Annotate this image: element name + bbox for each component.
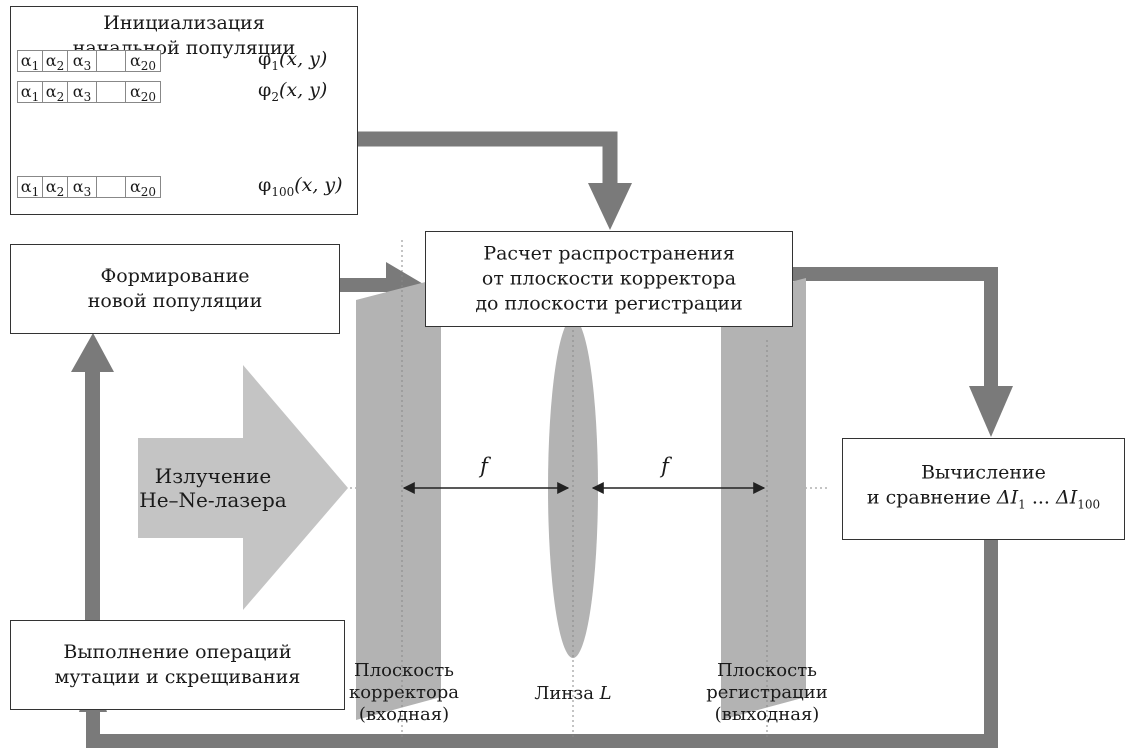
propagation-calc-box: Расчет распространения от плоскости корр… <box>425 231 793 327</box>
new-population-box: Формирование новой популяции <box>10 244 340 334</box>
registration-plane-label: Плоскость регистрации (выходная) <box>706 660 828 726</box>
registration-label-line1: Плоскость <box>717 660 817 681</box>
alpha-cell: α2 <box>42 176 68 199</box>
alpha-cell <box>96 81 126 103</box>
calc-box-line1: Расчет распространения <box>483 242 735 265</box>
lens-shape <box>548 318 598 658</box>
compute-box-line1: Вычисление <box>921 461 1046 484</box>
corrector-label-line2: корректора <box>348 682 460 703</box>
compute-compare-box: Вычисление и сравнение ΔI1 ... ΔI100 <box>842 438 1125 540</box>
corrector-label-line3: (входная) <box>358 704 450 725</box>
corrector-label-line1: Плоскость <box>354 660 454 681</box>
alpha-cell <box>96 50 126 72</box>
laser-beam-arrow <box>138 365 348 610</box>
flow-arrow-calc-to-compute <box>793 267 1013 437</box>
phi-label: φ2(x, y) <box>258 79 328 104</box>
compute-box-line2: и сравнение ΔI1 ... ΔI100 <box>866 486 1101 512</box>
ops-box-line2: мутации и скрещивания <box>54 666 301 688</box>
alpha-cell: α3 <box>67 176 97 199</box>
alpha-cell <box>96 176 126 198</box>
corrector-plane-label: Плоскость корректора (входная) <box>348 660 460 726</box>
laser-label-line2: He–Ne-лазера <box>139 488 287 512</box>
phi-label: φ100(x, y) <box>258 174 343 199</box>
form-box-line1: Формирование <box>100 265 250 287</box>
alpha-cell: α1 <box>17 50 43 73</box>
alpha-cell: α20 <box>125 176 161 199</box>
focal-label-right: f <box>661 454 669 478</box>
alpha-cell: α3 <box>67 50 97 73</box>
calc-box-line3: до плоскости регистрации <box>475 292 743 315</box>
init-box-title-line1: Инициализация <box>103 12 265 34</box>
alpha-cell: α2 <box>42 50 68 73</box>
phi-label: φ1(x, y) <box>258 48 328 73</box>
flow-arrow-ops-to-form <box>71 333 114 680</box>
focal-label-left: f <box>480 454 488 478</box>
operations-box: Выполнение операций мутации и скрещивани… <box>10 620 345 710</box>
registration-plane <box>721 278 806 720</box>
form-box-line2: новой популяции <box>87 290 263 312</box>
alpha-cell: α1 <box>17 176 43 199</box>
alpha-cell: α2 <box>42 81 68 104</box>
laser-label: Излучение He–Ne-лазера <box>138 464 288 512</box>
calc-box-line2: от плоскости корректора <box>481 267 737 290</box>
alpha-cell: α3 <box>67 81 97 104</box>
registration-label-line3: (выходная) <box>714 704 820 725</box>
alpha-cell: α1 <box>17 81 43 104</box>
lens-label: Линза L <box>534 683 612 704</box>
corrector-plane <box>356 278 441 720</box>
registration-label-line2: регистрации <box>706 682 828 703</box>
laser-label-line1: Излучение <box>154 464 272 488</box>
alpha-cell: α20 <box>125 81 161 104</box>
alpha-cell: α20 <box>125 50 161 73</box>
flow-arrow-init-to-calc <box>355 131 632 230</box>
ops-box-line1: Выполнение операций <box>63 641 292 663</box>
